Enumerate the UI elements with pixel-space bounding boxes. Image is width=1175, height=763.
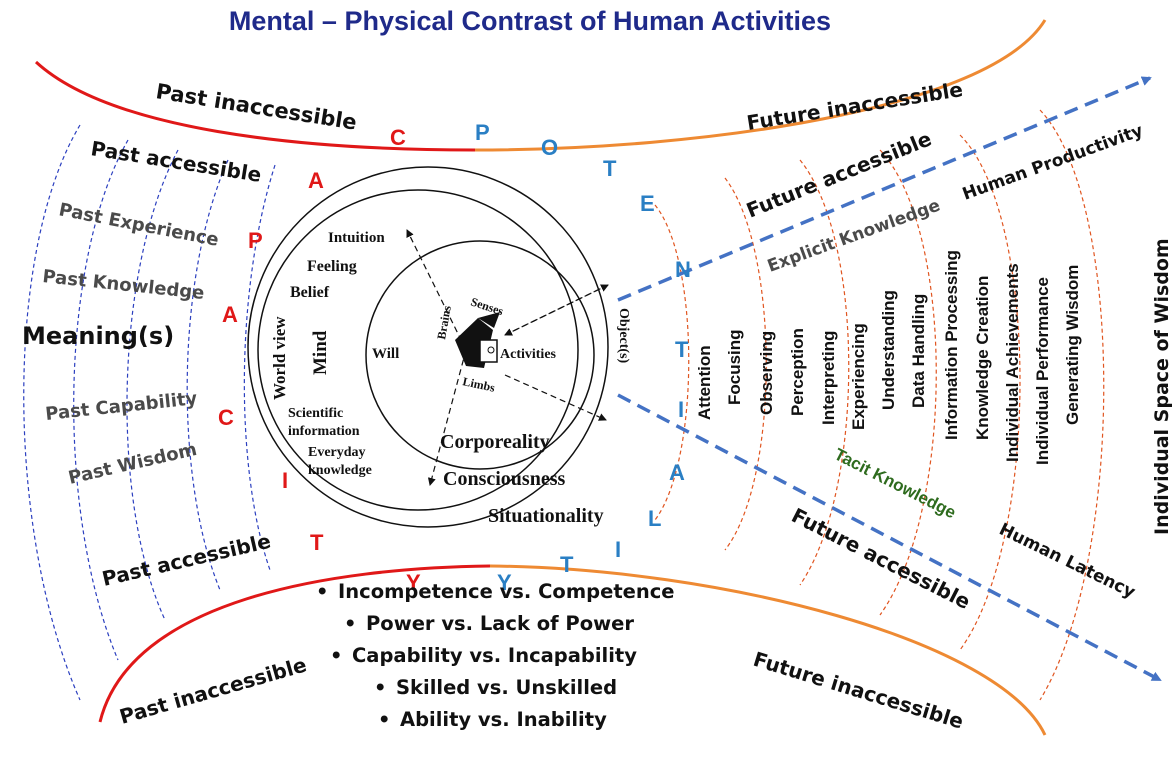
activity-label-12: Individual Performance: [1033, 277, 1052, 465]
activities-center-label: Activities: [500, 347, 557, 362]
tacit-knowledge-label: Tacit Knowledge: [831, 445, 959, 523]
list-item: •Power vs. Lack of Power: [344, 612, 634, 635]
everyday-label-2: knowledge: [308, 463, 372, 478]
past-knowledge-label: Past Knowledge: [41, 266, 205, 304]
capacity-letter-8: Y: [406, 570, 421, 595]
potentiality-letter-4: E: [640, 191, 655, 216]
potentiality-letter-11: T: [560, 552, 574, 577]
will-label: Will: [372, 346, 399, 362]
future-top-curve: [474, 19, 1047, 152]
capacity-letter-5: C: [218, 405, 234, 430]
future-inaccessible-top-label: Future inaccessible: [745, 77, 964, 135]
intuition-label: Intuition: [328, 230, 385, 246]
activity-label-11: Individual Achievements: [1003, 263, 1022, 462]
capacity-letter-1: C: [390, 125, 406, 150]
world-view-label: World view: [270, 316, 289, 400]
past-inaccessible-bottom-label: Past inaccessible: [117, 652, 309, 728]
human-productivity-label: Human Productivity: [960, 121, 1146, 205]
bullet-text: Power vs. Lack of Power: [366, 612, 634, 635]
bullet-text: Incompetence vs. Competence: [338, 580, 675, 603]
past-bottom-curve: [98, 564, 491, 723]
list-item: •Ability vs. Inability: [378, 708, 607, 731]
explicit-knowledge-label: Explicit Knowledge: [765, 196, 943, 277]
potentiality-letter-2: O: [541, 135, 558, 160]
capacity-letter-3: P: [248, 228, 263, 253]
capacity-letter-2: A: [308, 168, 324, 193]
activity-label-4: Perception: [788, 328, 807, 416]
senses-label: Senses: [469, 295, 505, 319]
potentiality-letter-7: I: [678, 397, 684, 422]
activity-label-3: Observing: [757, 331, 776, 415]
potentiality-letter-5: N: [675, 257, 691, 282]
past-capability-label: Past Capability: [44, 388, 198, 425]
past-ellipses: [23, 124, 276, 701]
bullet-text: Ability vs. Inability: [400, 708, 607, 731]
list-item: •Incompetence vs. Competence: [316, 580, 675, 603]
past-top-curve: [34, 60, 476, 152]
past-experience-label: Past Experience: [57, 199, 220, 251]
past-accessible-bottom-label: Past accessible: [100, 529, 273, 591]
consciousness-label: Consciousness: [443, 468, 565, 490]
potentiality-letter-10: I: [615, 537, 621, 562]
bullet-text: Capability vs. Incapability: [352, 644, 637, 667]
meanings-label: Meaning(s): [22, 322, 174, 350]
list-item: •Skilled vs. Unskilled: [374, 676, 618, 699]
potentiality-letter-12: Y: [497, 570, 512, 595]
activity-label-1: Attention: [695, 345, 714, 420]
activity-label-13: Generating Wisdom: [1063, 265, 1082, 425]
list-item: •Capability vs. Incapability: [330, 644, 637, 667]
mind-label: Mind: [310, 330, 331, 375]
brains-label: Brains: [434, 304, 454, 340]
bullet-text: Skilled vs. Unskilled: [396, 676, 618, 699]
diagram-title: Mental – Physical Contrast of Human Acti…: [228, 6, 832, 36]
capacity-letter-4: A: [222, 302, 238, 327]
capacity-letter-7: T: [310, 530, 324, 555]
activity-label-9: Information Processing: [942, 250, 961, 440]
potentiality-letter-1: P: [475, 120, 490, 145]
activity-label-2: Focusing: [725, 329, 744, 405]
individual-space-label: Individual Space of Wisdom: [1151, 238, 1173, 535]
future-bottom-curve: [489, 564, 1047, 736]
activity-label-7: Understanding: [879, 290, 898, 410]
belief-label: Belief: [290, 284, 330, 301]
situationality-label: Situationality: [488, 505, 604, 527]
scientific-label-2: information: [288, 424, 360, 439]
activity-label-6: Experiencing: [849, 323, 868, 430]
potentiality-letter-9: L: [648, 506, 661, 531]
future-inaccessible-bottom-label: Future inaccessible: [751, 647, 967, 734]
corporeality-label: Corporeality: [440, 431, 550, 453]
tacit-arrow: [617, 393, 1162, 682]
capacity-letter-6: I: [282, 468, 288, 493]
past-wisdom-label: Past Wisdom: [66, 439, 199, 489]
future-ellipses: [654, 109, 1105, 701]
human-glyph: [455, 312, 500, 368]
scientific-label-1: Scientific: [288, 406, 343, 421]
potentiality-letter-6: T: [675, 337, 689, 362]
activity-label-5: Interpreting: [819, 331, 838, 425]
activity-label-10: Knowledge Creation: [973, 276, 992, 440]
past-accessible-top-label: Past accessible: [89, 136, 263, 187]
limbs-label: Limbs: [461, 374, 496, 395]
center-circles: [247, 166, 609, 528]
contrast-list: •Incompetence vs. Competence •Power vs. …: [300, 576, 720, 736]
feeling-label: Feeling: [307, 258, 357, 275]
potentiality-letter-3: T: [603, 156, 617, 181]
potentiality-letter-8: A: [669, 460, 685, 485]
objects-label: Object(s): [616, 308, 631, 364]
activity-label-8: Data Handling: [909, 294, 928, 408]
human-latency-label: Human Latency: [996, 520, 1138, 603]
explicit-arrow: [617, 76, 1152, 302]
everyday-label-1: Everyday: [308, 445, 366, 460]
